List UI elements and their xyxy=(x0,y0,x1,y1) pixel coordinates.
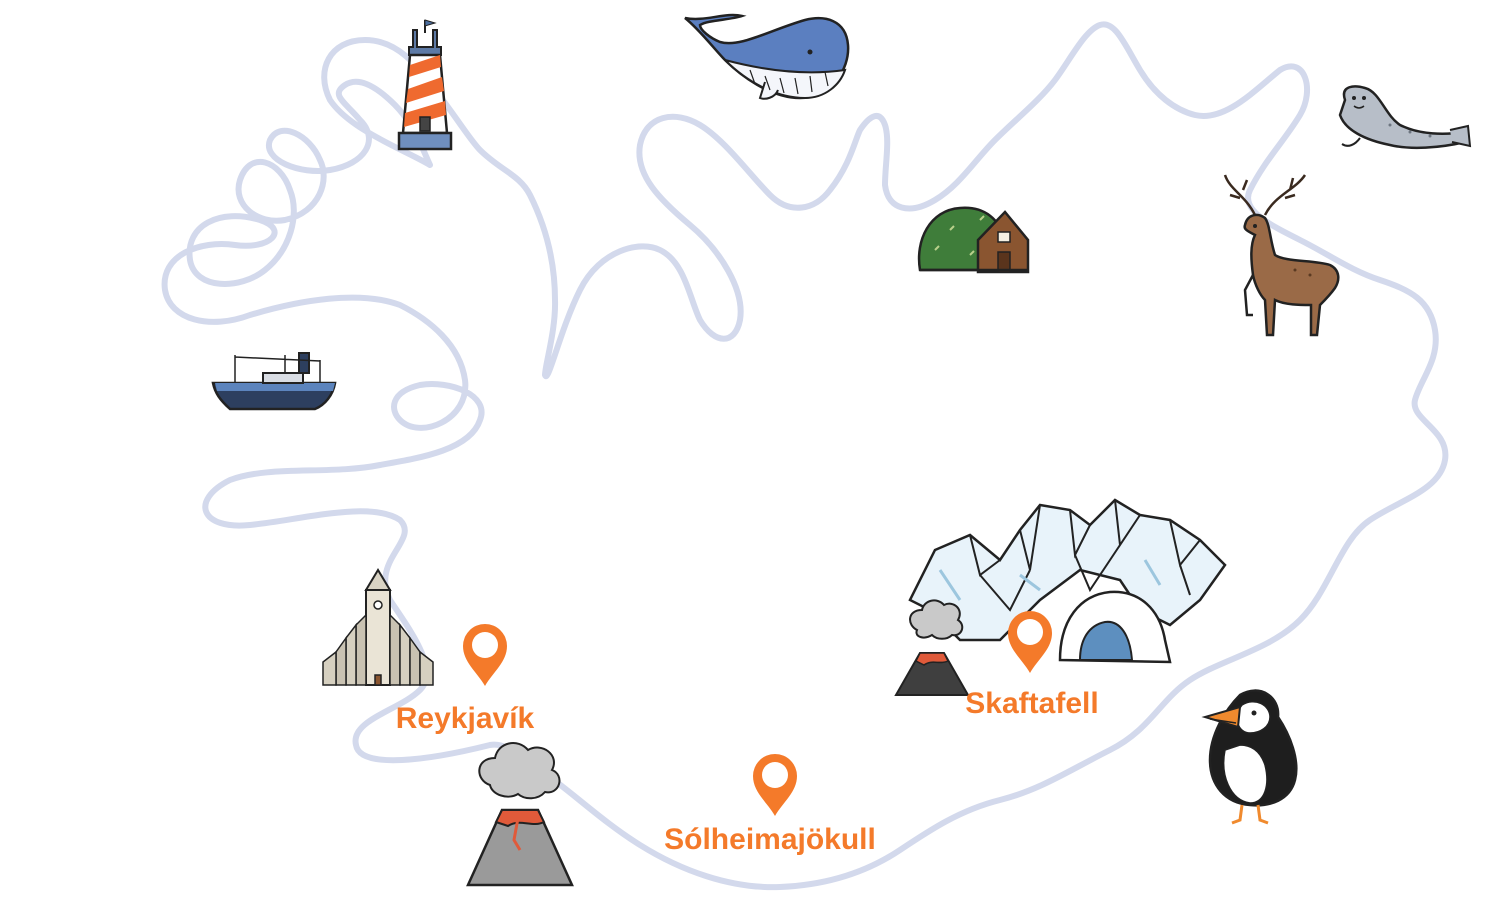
whale-icon xyxy=(684,13,850,100)
map-pin-icon[interactable] xyxy=(463,624,507,686)
volcano-icon xyxy=(466,742,574,887)
map-pin-icon[interactable] xyxy=(753,754,797,816)
place-label-reykjavik: Reykjavík xyxy=(396,702,535,735)
seal-icon xyxy=(1338,85,1472,150)
volcano-icon xyxy=(894,599,970,696)
reindeer-icon xyxy=(1223,174,1340,337)
fishing-boat-icon xyxy=(211,352,337,411)
glacier-icon xyxy=(908,498,1227,664)
church-icon xyxy=(322,568,434,686)
place-label-skaftafell: Skaftafell xyxy=(965,687,1098,720)
lighthouse-icon xyxy=(397,19,453,151)
puffin-icon xyxy=(1201,689,1298,825)
place-label-solheimajokull: Sólheimajökull xyxy=(664,823,876,856)
turf-house-icon xyxy=(917,206,1030,274)
map-pin-icon[interactable] xyxy=(1008,611,1052,673)
coastline-outline xyxy=(161,21,1449,891)
